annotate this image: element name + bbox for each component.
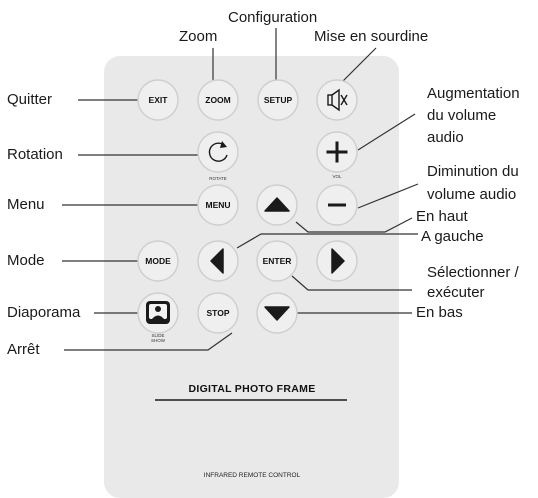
remote-footer: INFRARED REMOTE CONTROL [204, 472, 301, 479]
leader-stop [64, 332, 233, 351]
leader-up [295, 217, 413, 233]
plus-icon [326, 141, 348, 163]
right-button[interactable] [316, 240, 358, 282]
remote-title: DIGITAL PHOTO FRAME [188, 383, 315, 395]
buttons: EXIT ZOOM SETUP [137, 79, 358, 343]
exit-button[interactable]: EXIT [137, 79, 179, 121]
callout-select-line2: exécuter [427, 284, 485, 301]
slideshow-person-icon [146, 301, 170, 324]
leader-mute [339, 47, 377, 85]
vol-caption: VOL [332, 174, 342, 179]
left-button[interactable] [197, 240, 239, 282]
menu-label: MENU [205, 200, 230, 210]
mute-speaker-icon [327, 88, 348, 112]
callout-vol-down-line2: volume audio [427, 186, 517, 203]
leader-vol-down [357, 183, 419, 209]
rotate-caption: ROTATE [209, 176, 227, 181]
mode-button[interactable]: MODE [137, 240, 179, 282]
callout-mode: Mode [7, 252, 45, 269]
callout-vol-up-line2: du volume [427, 107, 497, 124]
leader-left [236, 233, 418, 249]
stop-button[interactable]: STOP [197, 292, 239, 334]
callout-select-line1: Sélectionner / [427, 264, 519, 281]
up-button[interactable] [256, 184, 298, 226]
menu-button[interactable]: MENU [197, 184, 239, 226]
triangle-left-icon [210, 248, 224, 274]
callout-rotation: Rotation [7, 146, 63, 163]
triangle-right-icon [331, 248, 345, 274]
slideshow-button[interactable]: SLIDE SHOW [137, 292, 179, 343]
triangle-down-icon [264, 306, 290, 321]
slideshow-caption-line1: SLIDE [151, 333, 164, 338]
stop-label: STOP [207, 308, 230, 318]
enter-button[interactable]: ENTER [256, 240, 298, 282]
mode-label: MODE [145, 256, 171, 266]
callout-vol-up-line1: Augmentation [427, 85, 520, 102]
callout-menu: Menu [7, 196, 45, 213]
callout-left: A gauche [421, 228, 484, 245]
callout-down: En bas [416, 304, 463, 321]
volume-up-button[interactable]: VOL [316, 131, 358, 179]
leader-vol-up [357, 113, 416, 151]
callout-quit: Quitter [7, 91, 53, 108]
enter-label: ENTER [263, 256, 292, 266]
callout-up: En haut [416, 208, 468, 225]
callout-slideshow: Diaporama [7, 304, 81, 321]
zoom-button[interactable]: ZOOM [197, 79, 239, 121]
rotate-button[interactable]: ROTATE [197, 131, 239, 181]
callout-configuration: Configuration [228, 9, 318, 26]
rotate-arrow-icon [208, 141, 228, 162]
mute-button[interactable] [316, 79, 358, 121]
callout-stop: Arrêt [7, 341, 40, 358]
volume-down-button[interactable] [316, 184, 358, 226]
zoom-label: ZOOM [205, 95, 231, 105]
callout-vol-down-line1: Diminution du [427, 163, 519, 180]
leader-select [291, 275, 412, 291]
exit-label: EXIT [149, 95, 169, 105]
setup-label: SETUP [264, 95, 293, 105]
setup-button[interactable]: SETUP [257, 79, 299, 121]
down-button[interactable] [256, 292, 298, 334]
callout-zoom: Zoom [179, 28, 218, 45]
triangle-up-icon [264, 197, 290, 212]
callout-mute: Mise en sourdine [314, 28, 429, 45]
slideshow-caption-line2: SHOW [151, 338, 166, 343]
callout-vol-up-line3: audio [427, 129, 464, 146]
leader-lines [62, 28, 419, 351]
